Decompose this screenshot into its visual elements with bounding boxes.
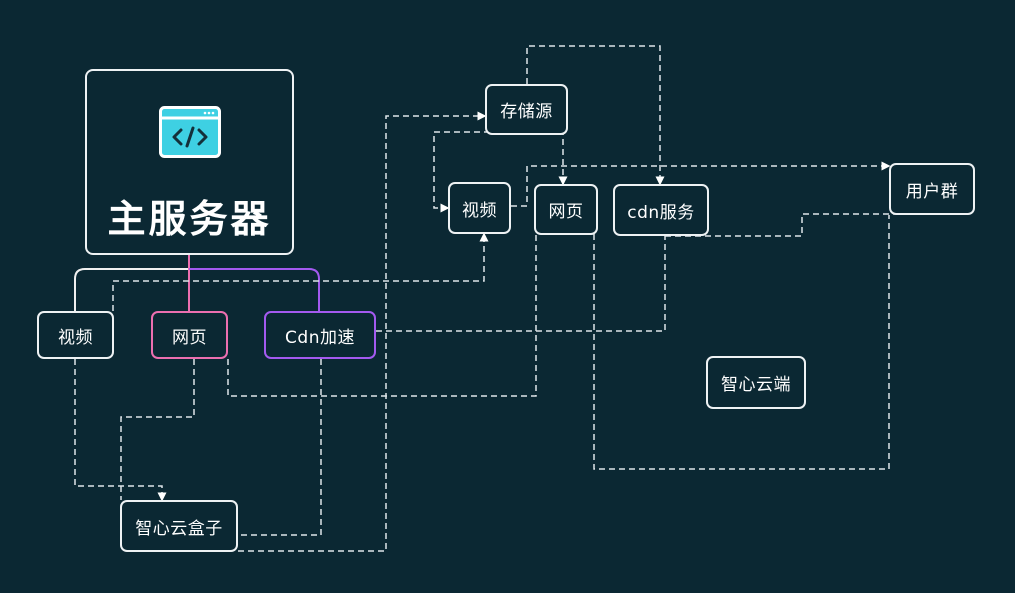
connector-mid-video-to-users <box>511 161 891 207</box>
connector-box-to-storage <box>238 111 487 552</box>
connector-main-to-cdn <box>189 268 320 311</box>
mid-video-label: 视频 <box>462 200 497 221</box>
left-video-node[interactable]: 视频 <box>37 311 114 359</box>
storage-label: 存储源 <box>500 102 553 122</box>
connector-cdn-to-cdn-service <box>376 236 666 332</box>
connector-mid-webpage-to-users <box>593 215 890 470</box>
cdn-accel-label: Cdn加速 <box>285 327 355 348</box>
cloud-end-node[interactable]: 智心云端 <box>706 356 806 409</box>
main-server-node[interactable]: 主服务器 <box>85 69 294 255</box>
connector-left-video-to-mid-video <box>112 232 489 311</box>
left-webpage-node[interactable]: 网页 <box>151 311 228 359</box>
storage-node[interactable]: 存储源 <box>485 84 568 135</box>
connector-left-video-to-box <box>74 359 167 502</box>
connector-left-webpage-to-mid-webpage <box>227 234 537 397</box>
left-video-label: 视频 <box>58 327 93 348</box>
connector-cdn-service-to-users <box>665 213 930 237</box>
code-window-icon <box>159 106 221 158</box>
users-node[interactable]: 用户群 <box>889 163 975 215</box>
cdn-service-label: cdn服务 <box>627 202 695 223</box>
cdn-accel-node[interactable]: Cdn加速 <box>264 311 376 359</box>
cloud-end-label: 智心云端 <box>721 375 791 395</box>
mid-webpage-node[interactable]: 网页 <box>534 184 598 235</box>
left-webpage-label: 网页 <box>172 327 207 348</box>
smart-box-node[interactable]: 智心云盒子 <box>120 500 238 552</box>
mid-webpage-label: 网页 <box>548 202 584 222</box>
connector-cdn-to-box <box>238 359 322 536</box>
mid-video-node[interactable]: 视频 <box>448 182 511 234</box>
connector-storage-to-cdn-service <box>526 45 665 186</box>
connector-storage-to-mid-video <box>433 131 490 213</box>
users-label: 用户群 <box>905 181 959 202</box>
connector-left-webpage-to-box <box>120 359 195 500</box>
main-server-title: 主服务器 <box>107 197 272 241</box>
smart-box-label: 智心云盒子 <box>135 518 223 539</box>
connector-main-to-video <box>74 255 190 311</box>
cdn-service-node[interactable]: cdn服务 <box>613 184 709 236</box>
